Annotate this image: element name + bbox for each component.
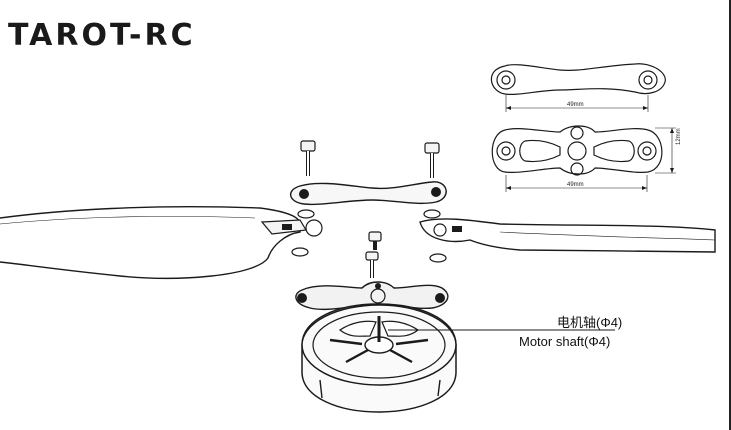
upper-clamp-plate [290,181,447,206]
top-length-label: 49mm [567,102,584,108]
lower-clamp-plate [295,281,449,313]
bottom-height-label: 12mm [676,128,682,145]
center-screws [365,231,382,278]
left-propeller-blade [0,206,323,279]
bottom-clamp-detail [491,125,676,192]
spacer-washers [291,209,447,263]
bottom-length-label: 49mm [567,182,584,188]
brushless-motor [301,303,457,413]
top-clamp-detail [490,63,666,112]
motor-shaft-label-en: Motor shaft(Φ4) [519,334,611,349]
upper-screws [300,140,440,178]
motor-shaft-label-cn: 电机轴(Φ4) [557,315,623,330]
brand-logo: TAROT-RC [8,18,196,53]
right-propeller-blade [419,218,716,253]
frame-border [729,0,731,430]
